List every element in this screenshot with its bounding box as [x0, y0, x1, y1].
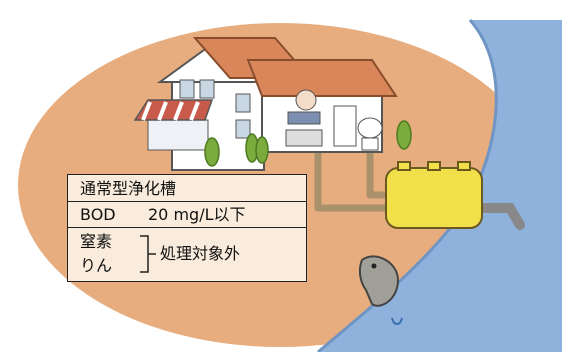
nitrogen-label: 窒素: [80, 232, 113, 251]
bracket: [140, 235, 156, 273]
out-of-scope-label: 処理対象外: [160, 244, 241, 263]
water-quality-table: 通常型浄化槽 BOD 20 mg/L以下 窒素 りん 処理対象外: [67, 174, 307, 282]
fish-icon: [358, 255, 403, 325]
river: [318, 20, 562, 352]
septic-tank-icon: [385, 161, 483, 229]
awning-icon: [133, 99, 214, 121]
drain-pipes: [314, 150, 390, 212]
bod-label: BOD: [80, 205, 116, 224]
washing-person-icon: [285, 89, 323, 147]
outlet-pipe: [475, 203, 525, 230]
bod-value: 20 mg/L以下: [148, 205, 246, 224]
bush-icon: [204, 120, 412, 167]
septic-type-label: 通常型浄化槽: [80, 179, 177, 198]
bod-row: BOD 20 mg/L以下: [68, 202, 306, 228]
toilet-icon: [357, 117, 383, 151]
nutrients-row: 窒素 りん 処理対象外: [68, 228, 306, 281]
phosphorus-label: りん: [80, 256, 113, 275]
septic-type-row: 通常型浄化槽: [68, 175, 306, 202]
